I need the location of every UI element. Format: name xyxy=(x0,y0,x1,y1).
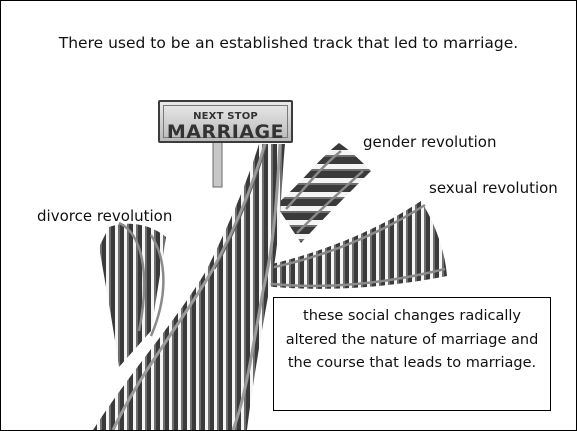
sign-line-next-stop: NEXT STOP xyxy=(193,111,258,122)
next-stop-marriage-sign: NEXT STOP MARRIAGE xyxy=(158,100,293,143)
slide-heading: There used to be an established track th… xyxy=(58,34,519,52)
label-gender-revolution: gender revolution xyxy=(363,133,497,151)
sign-line-marriage: MARRIAGE xyxy=(166,121,285,143)
label-sexual-revolution: sexual revolution xyxy=(429,179,558,197)
sign-inner-border: NEXT STOP MARRIAGE xyxy=(163,105,288,142)
divorce-branch-track xyxy=(99,221,166,367)
sexual-branch-track xyxy=(262,201,447,289)
gender-branch-track xyxy=(276,143,371,243)
main-track xyxy=(93,143,285,430)
sign-post xyxy=(212,140,223,188)
label-divorce-revolution: divorce revolution xyxy=(37,207,173,225)
explanation-note-box: these social changes radically altered t… xyxy=(273,297,551,411)
